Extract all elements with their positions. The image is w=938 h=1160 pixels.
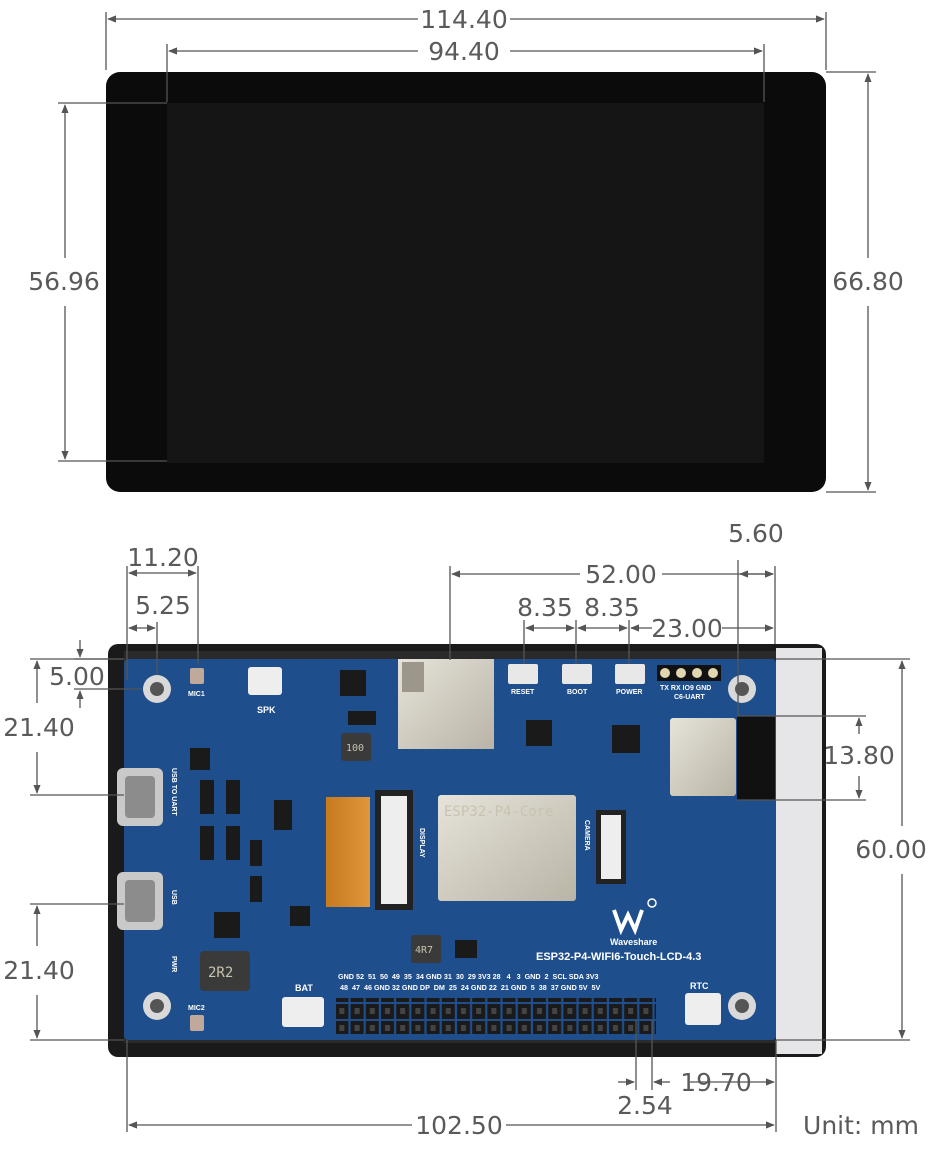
uart-header-pads: [657, 665, 721, 681]
label-bat: BAT: [295, 983, 313, 993]
speaker-connector: [248, 667, 282, 695]
back-panel-right-strip: [776, 648, 822, 1054]
dim-top-total-height: 66.80: [832, 267, 904, 296]
bottom-dimensions: [30, 560, 910, 1132]
lcd-top-view: [106, 72, 826, 492]
dim-usb-uart-y: 21.40: [3, 713, 75, 742]
label-board-name: ESP32-P4-WIFI6-Touch-LCD-4.3: [536, 951, 701, 963]
mic1-component: [190, 668, 204, 684]
dim-button-pitch-1: 8.35: [517, 593, 573, 622]
battery-connector: [282, 997, 324, 1027]
label-100: 100: [346, 743, 364, 754]
dim-board-height: 60.00: [855, 835, 927, 864]
label-reset: RESET: [511, 689, 535, 696]
waveshare-logo: [612, 898, 657, 936]
gpio-pin-header: [336, 998, 656, 1034]
chip-title: ESP32-P4-Core: [444, 804, 554, 820]
label-4r7: 4R7: [415, 945, 433, 956]
lcd-active-area: [167, 103, 764, 463]
label-boot: BOOT: [567, 689, 588, 696]
dim-mount-hole-x: 5.25: [135, 591, 191, 620]
wifi-module: [670, 718, 736, 796]
label-header-row1: GND 52 51 50 49 35 34 GND 31 30 29 3V3 2…: [338, 972, 598, 981]
top-dimensions: [58, 12, 876, 493]
dim-module-height: 13.80: [823, 741, 895, 770]
dim-module-width: 5.60: [728, 519, 784, 548]
label-header-row2: 48 47 46 GND 32 GND DP DM 25 24 GND 22 2…: [340, 983, 601, 992]
dim-usb-y-bottom: 21.40: [3, 956, 75, 985]
unit-label: Unit: mm: [803, 1111, 919, 1140]
label-c6-uart: C6-UART: [674, 694, 705, 701]
label-spk: SPK: [257, 705, 276, 715]
ic-chips: [190, 670, 640, 958]
label-usb-to-uart: USB TO UART: [170, 768, 177, 816]
label-display: DISPLAY: [418, 828, 425, 858]
label-pwr: PWR: [170, 956, 177, 972]
label-brand: Waveshare: [610, 937, 657, 947]
usb-c-port-icon: [117, 768, 163, 930]
dim-header-to-edge: 52.00: [585, 560, 657, 589]
dim-pin-pitch: 2.54: [617, 1091, 673, 1120]
pcb-silkscreen: MIC1 SPK USB TO UART USB PWR 2R2 100 4R7…: [170, 685, 711, 1012]
label-mic1: MIC1: [188, 691, 205, 698]
dim-board-width: 102.50: [415, 1111, 502, 1140]
label-rtc: RTC: [690, 981, 709, 991]
dim-header-offset: 19.70: [680, 1068, 752, 1097]
push-button-icon: [508, 664, 645, 684]
label-camera: CAMERA: [583, 820, 590, 851]
dim-button-pitch-2: 8.35: [584, 593, 640, 622]
display-flex-cable: [326, 797, 370, 907]
label-usb: USB: [170, 890, 177, 905]
antenna-block: [737, 716, 775, 800]
esp32-core-module: [438, 795, 576, 901]
inductor-2r2: [200, 951, 250, 991]
rtc-connector: [685, 993, 721, 1025]
inductor-4r7: [411, 935, 441, 963]
label-2r2: 2R2: [208, 965, 233, 981]
label-uart-pins: TX RX IO9 GND: [660, 685, 711, 692]
mic2-component: [190, 1015, 204, 1031]
dim-usb-pitch: 11.20: [127, 543, 199, 572]
dim-top-total-width: 114.40: [420, 5, 507, 34]
label-mic2: MIC2: [188, 1005, 205, 1012]
dim-top-active-width: 94.40: [428, 37, 500, 66]
dim-uart-to-edge: 23.00: [651, 614, 723, 643]
dim-mount-hole-y: 5.00: [49, 662, 105, 691]
label-power: POWER: [616, 689, 642, 696]
pcb-bottom-view: ESP32-P4-Core: [108, 644, 826, 1057]
dim-top-active-height: 56.96: [28, 267, 100, 296]
inductor-100: [341, 733, 371, 761]
